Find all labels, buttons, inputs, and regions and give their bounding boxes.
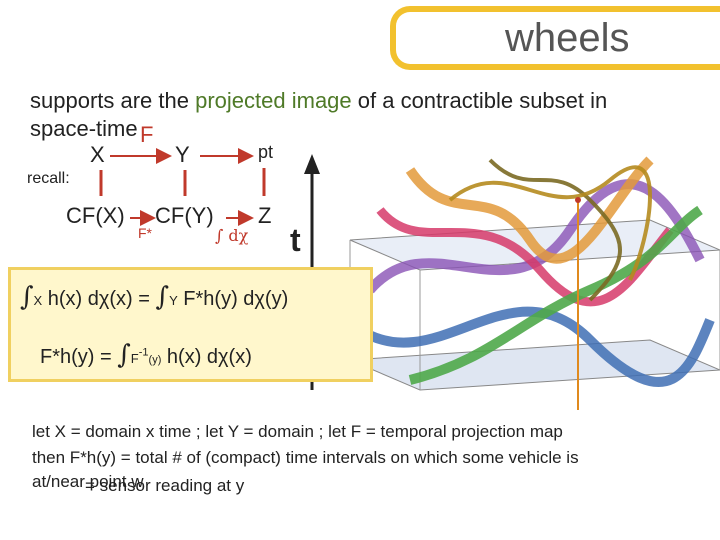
diagram-CFY: CF(Y) [155, 203, 214, 228]
intro-text-before: supports are the [30, 88, 196, 113]
time-axis-arrowhead [304, 154, 320, 174]
diagram-Fstar: F* [138, 225, 152, 241]
trajectory-green [408, 205, 703, 385]
recall-label: recall: [27, 170, 70, 187]
sensor-point [575, 197, 581, 203]
title-frame [390, 6, 720, 70]
intro-line-2: space-time [30, 116, 138, 141]
trajectory-purple [366, 179, 705, 294]
trajectory-olive [488, 158, 622, 302]
box-bottom [349, 339, 720, 391]
note-line-3b: = sensor reading at y [85, 476, 245, 495]
diagram-F-label: F [140, 122, 154, 147]
trajectory-gold [448, 165, 652, 281]
time-axis-label: t [290, 222, 301, 258]
trajectory-orange [405, 156, 654, 264]
slide-title: wheels [505, 16, 630, 60]
intro-text-after: of a contractible subset in [351, 88, 608, 113]
diagram-Z: Z [258, 203, 272, 228]
formula-1: ∫X h(x) dχ(x) = ∫Y F*h(y) dχ(y) [20, 282, 289, 312]
spacetime-illustration [304, 154, 720, 410]
note-line-1: let X = domain x time ; let Y = domain ;… [32, 422, 563, 441]
intro-line-1: supports are the projected image of a co… [30, 88, 607, 114]
note-line-2: then F*h(y) = total # of (compact) time … [32, 448, 579, 467]
note-line-3a: at/near point w [32, 472, 144, 491]
diagram-CFX: CF(X) [66, 203, 125, 228]
intro-highlight: projected image [195, 88, 352, 113]
diagram-X: X [90, 142, 105, 167]
formula-box [8, 267, 373, 382]
diagram-Y: Y [175, 142, 190, 167]
diagram-pt: pt [258, 142, 274, 162]
diagram-int-dchi: ∫ dχ [215, 226, 249, 245]
formula-2: F*h(y) = ∫F-1(y) h(x) dχ(x) [40, 340, 252, 370]
